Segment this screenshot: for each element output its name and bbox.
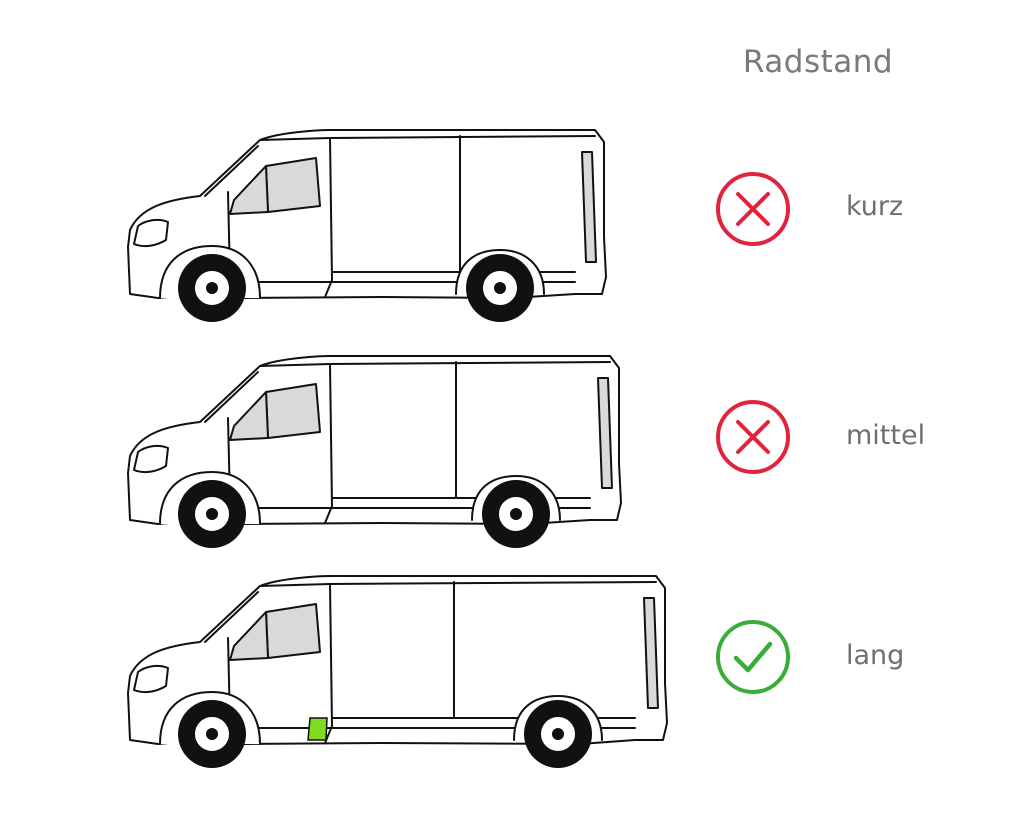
van-medium-wheelbase — [127, 355, 622, 548]
highlight-rocker-panel — [307, 717, 328, 741]
option-label-mittel: mittel — [846, 420, 926, 451]
van-short-wheelbase — [127, 129, 607, 322]
check-icon — [716, 620, 790, 694]
option-label-kurz: kurz — [846, 191, 904, 222]
x-icon — [716, 400, 790, 474]
van-long-wheelbase — [127, 575, 668, 768]
x-icon — [716, 172, 790, 246]
page-title: Radstand — [742, 44, 894, 80]
option-label-lang: lang — [846, 640, 905, 671]
